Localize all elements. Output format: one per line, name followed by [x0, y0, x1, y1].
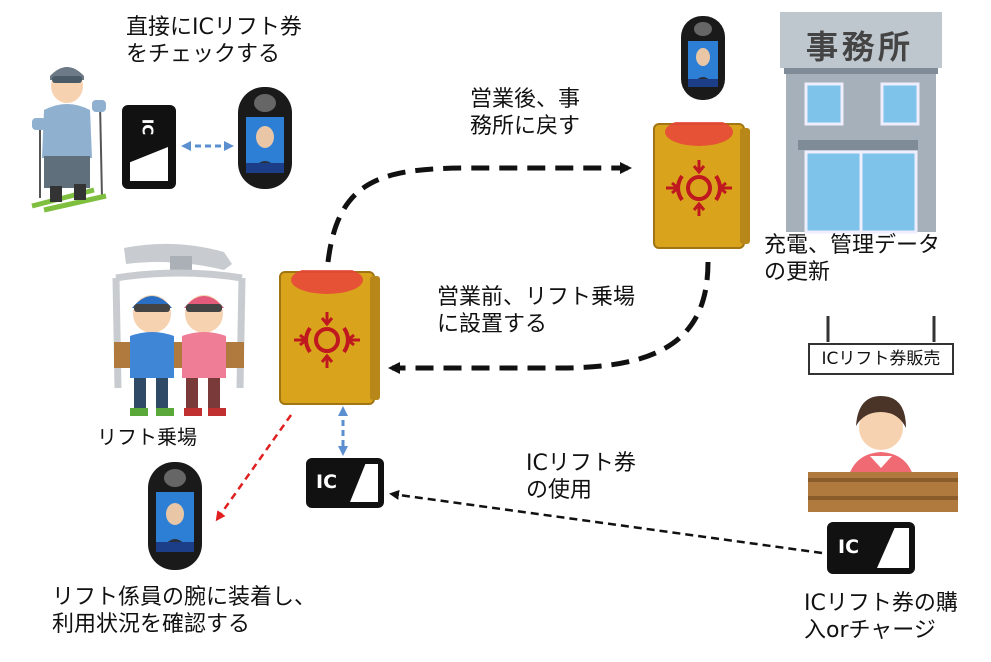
- ic-card-icon: IC: [122, 105, 176, 189]
- label-lift-station: リフト乗場: [97, 425, 197, 449]
- label-line: 充電、管理データ: [764, 233, 941, 258]
- wearable-device-icon: [148, 462, 202, 570]
- ticket-seller-icon: [808, 316, 958, 512]
- label-line: に設置する: [437, 312, 548, 337]
- label-line: 直接にICリフト券: [126, 15, 302, 40]
- skier-icon: [31, 67, 107, 213]
- label-charge-update: 充電、管理データ の更新: [764, 232, 940, 286]
- arrow-card-use: [389, 489, 823, 555]
- chairlift-icon: [112, 243, 246, 416]
- label-line: 利用状況を確認する: [52, 612, 251, 637]
- ticket-sales-sign: ICリフト券販売: [808, 343, 954, 375]
- label-line: の使用: [526, 478, 593, 503]
- label-ic-use: ICリフト券 の使用: [526, 450, 636, 504]
- arrow-to-staff: [215, 414, 293, 522]
- label-after-business: 営業後、事 務所に戻す: [470, 86, 580, 140]
- card-stripe: [877, 528, 909, 568]
- label-staff-wear: リフト係員の腕に装着し、 利用状況を確認する: [52, 584, 316, 638]
- ic-reader-icon: [279, 270, 380, 405]
- label-line: リフト係員の腕に装着し、: [52, 585, 317, 610]
- arrow-to-station: [388, 261, 711, 374]
- card-stripe: [130, 147, 168, 181]
- label-line: をチェックする: [126, 42, 281, 67]
- office-sign: 事務所: [805, 28, 914, 66]
- wearable-device-icon: [238, 87, 292, 189]
- card-stripe: [350, 464, 378, 502]
- ic-card-icon: IC: [306, 458, 384, 508]
- office-building-icon: [780, 12, 942, 234]
- wearable-device-icon: [681, 16, 725, 100]
- label-line: 営業後、事: [470, 87, 581, 112]
- label-line: 営業前、リフト乗場: [437, 285, 636, 310]
- arrow-to-office: [325, 162, 632, 263]
- label-purchase: ICリフト券の購 入orチャージ: [804, 590, 958, 644]
- label-line: ICリフト券の購: [804, 591, 958, 616]
- label-line: の更新: [764, 260, 831, 285]
- label-before-business: 営業前、リフト乗場 に設置する: [437, 284, 635, 338]
- label-line: 務所に戻す: [470, 114, 581, 139]
- label-line: ICリフト券: [526, 451, 636, 476]
- ic-card-icon: IC: [827, 522, 915, 574]
- ic-reader-icon: [653, 122, 750, 249]
- label-check-direct: 直接にICリフト券 をチェックする: [126, 14, 302, 68]
- label-line: 入orチャージ: [804, 618, 936, 643]
